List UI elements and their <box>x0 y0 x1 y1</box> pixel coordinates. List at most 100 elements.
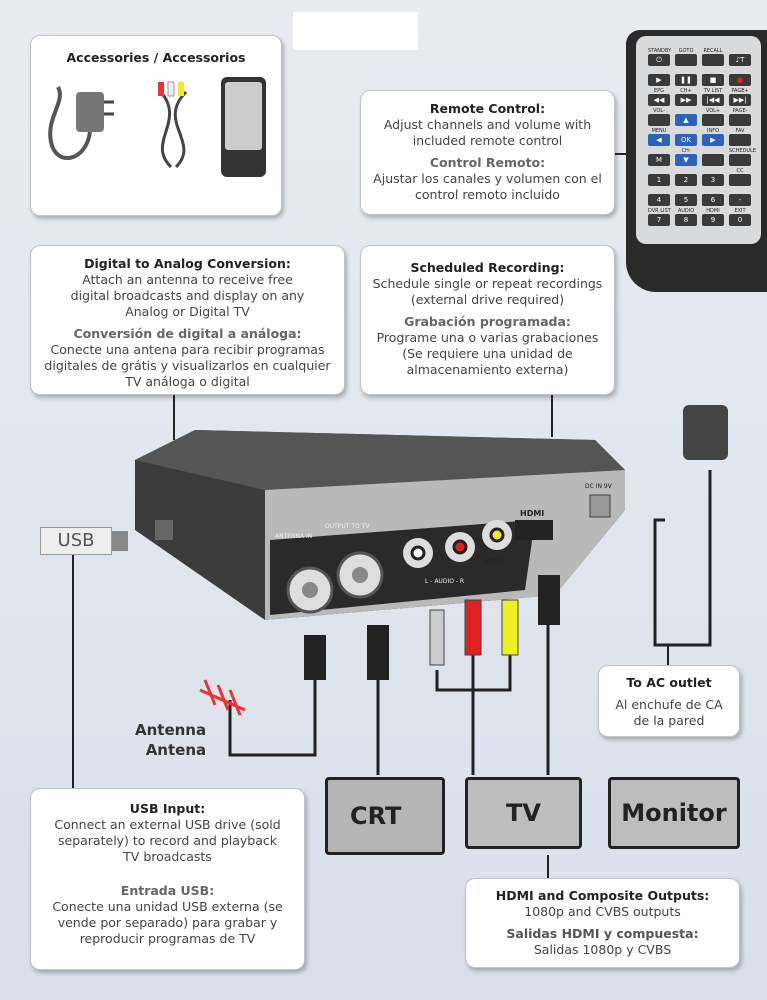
remote-button: 0 <box>729 214 751 226</box>
remote-button: |◀◀ <box>702 94 724 106</box>
remote-key-label: AUDIO <box>677 208 695 214</box>
remote-key: VOL- <box>648 108 670 126</box>
remote-key: PAGE- <box>729 108 751 126</box>
accessories-illustration <box>48 77 266 177</box>
remote-button: 2 <box>675 174 697 186</box>
remote-key: CH+▶▶ <box>675 88 697 106</box>
antenna-label-es: Antena <box>145 741 207 759</box>
remote-key-label: PAGE- <box>732 108 748 114</box>
remote-key-label: HDMI <box>706 208 720 214</box>
ac-outlet-panel: To AC outlet Al enchufe de CA de la pare… <box>598 665 740 737</box>
remote-key: RECALL <box>702 48 724 66</box>
remote-key: GOTO <box>675 48 697 66</box>
remote-title-en: Remote Control: <box>429 101 546 116</box>
remote-button <box>729 154 751 166</box>
remote-button: M <box>648 154 670 166</box>
remote-key-label: GOTO <box>678 48 694 54</box>
remote-control: STANDBY⏻ GOTO RECALL ♪T ▶ ❚❚ ■ ● EPG◀◀ CH+▶▶ TV LI… <box>626 30 767 292</box>
remote-key: ▶ <box>648 68 670 86</box>
hdmi-text-en: 1080p and CVBS outputs <box>524 904 681 919</box>
remote-key-label: CH- <box>681 148 691 154</box>
remote-button: ❚❚ <box>675 74 697 86</box>
remote-button: 7 <box>648 214 670 226</box>
remote-button <box>702 54 724 66</box>
port-label: VIDEO <box>485 558 504 565</box>
remote-key: OK <box>675 128 697 146</box>
remote-key-label: VOL+ <box>705 108 721 114</box>
remote-key: PAGE+▶▶| <box>729 88 751 106</box>
remote-button: - <box>729 194 751 206</box>
antenna-label-en: Antenna <box>135 721 207 739</box>
remote-button <box>702 114 724 126</box>
usb-input-panel: USB Input: Connect an external USB drive… <box>30 788 305 970</box>
remote-key-label: FAV <box>735 128 745 134</box>
remote-button <box>729 134 751 146</box>
ac-text-es: Al enchufe de CA de la pared <box>615 697 723 728</box>
remote-button: 8 <box>675 214 697 226</box>
remote-key-label: VOL- <box>653 108 665 114</box>
monitor-label: Monitor <box>621 799 727 827</box>
ac-title-en: To AC outlet <box>626 675 712 690</box>
recording-title-es: Grabación programada: <box>404 314 571 329</box>
remote-button: 6 <box>702 194 724 206</box>
digital-text-es: Conecte una antena para recibir programa… <box>44 342 331 389</box>
remote-button: ▶ <box>648 74 670 86</box>
remote-key-label: INFO <box>706 128 720 134</box>
remote-button <box>648 114 670 126</box>
hdmi-outputs-panel: HDMI and Composite Outputs: 1080p and CV… <box>465 878 740 968</box>
remote-key: STANDBY⏻ <box>648 48 671 66</box>
remote-button <box>675 54 697 66</box>
remote-key-label: RECALL <box>703 48 723 54</box>
hdmi-title-es: Salidas HDMI y compuesta: <box>506 926 699 941</box>
remote-key: ● <box>729 68 751 86</box>
remote-key: EPG◀◀ <box>648 88 670 106</box>
remote-key: 3 <box>702 168 724 186</box>
remote-key-label: SCHEDULE <box>729 148 757 154</box>
remote-button: ⏻ <box>648 54 670 66</box>
wall-adapter-icon <box>683 405 728 460</box>
power-adapter-icon <box>48 86 114 160</box>
remote-text-es: Ajustar los canales y volumen con el con… <box>373 171 602 202</box>
remote-button: 9 <box>702 214 724 226</box>
usb-label: USB <box>40 527 112 555</box>
monitor: Monitor <box>608 777 740 849</box>
remote-key-label: TV LIST <box>703 88 723 94</box>
remote-button: 5 <box>675 194 697 206</box>
remote-button: ◀ <box>648 134 670 146</box>
recording-title-en: Scheduled Recording: <box>410 260 565 275</box>
remote-button: ♪T <box>729 54 751 66</box>
usb-title-es: Entrada USB: <box>120 883 215 898</box>
remote-button: ▶▶| <box>729 94 751 106</box>
remote-button <box>702 154 724 166</box>
port-label: L - AUDIO - R <box>425 578 464 585</box>
accessories-panel: Accessories / Accessorios <box>30 35 282 216</box>
remote-key-label: MENU <box>651 128 667 134</box>
hdmi-title-en: HDMI and Composite Outputs: <box>495 888 710 903</box>
remote-key-label: EPG <box>653 88 665 94</box>
remote-button: OK <box>675 134 697 146</box>
remote-key: FAV <box>729 128 751 146</box>
crt-tv: CRT <box>325 777 445 855</box>
remote-key: M <box>648 148 670 166</box>
recording-text-es: Programe una o varias grabaciones (Se re… <box>376 330 599 377</box>
remote-key: ■ <box>702 68 724 86</box>
recording-text-en: Schedule single or repeat recordings (ex… <box>372 276 603 307</box>
usb-text-en: Connect an external USB drive (sold sepa… <box>54 817 281 864</box>
tv: TV <box>465 777 582 849</box>
av-cable-icon <box>158 81 188 169</box>
remote-key: 1 <box>648 168 670 186</box>
digital-title-en: Digital to Analog Conversion: <box>84 256 291 271</box>
remote-button: ▶ <box>702 134 724 146</box>
remote-key: ❚❚ <box>675 68 697 86</box>
blank-label <box>293 12 418 50</box>
converter-box: ANTENNA IN OUTPUT TO TV L - AUDIO - R VI… <box>135 430 625 620</box>
remote-button: ▲ <box>675 114 697 126</box>
port-label: DC IN 9V <box>585 483 613 490</box>
remote-button: 1 <box>648 174 670 186</box>
usb-stick: USB <box>40 527 128 555</box>
